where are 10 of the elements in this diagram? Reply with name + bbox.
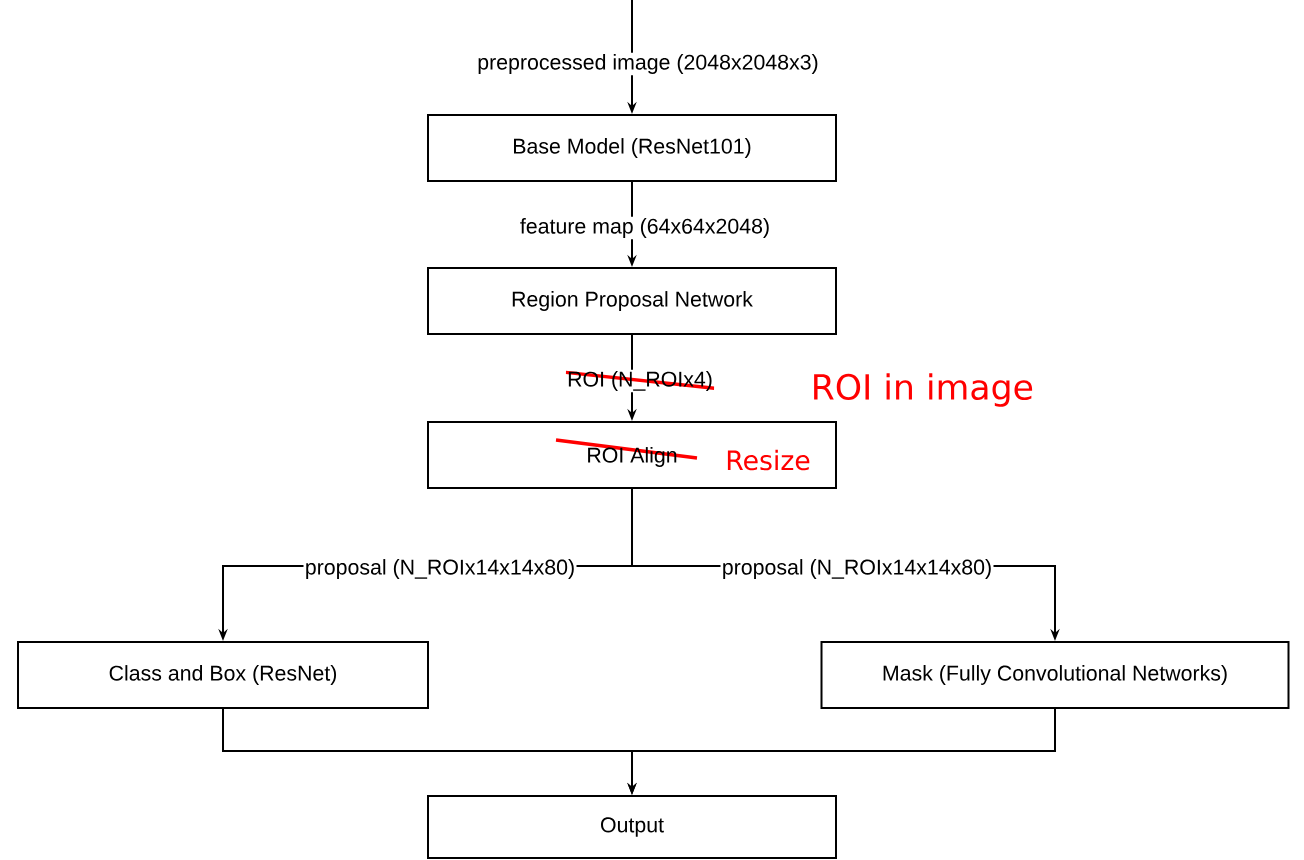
edge-label: preprocessed image (2048x2048x3) — [475, 52, 821, 76]
process-box: Mask (Fully Convolutional Networks) — [820, 641, 1290, 709]
process-box: Region Proposal Network — [427, 267, 837, 335]
edge-label: proposal (N_ROIx14x14x80) — [303, 557, 577, 581]
edge-label: proposal (N_ROIx14x14x80) — [720, 557, 994, 581]
process-box: Class and Box (ResNet) — [17, 641, 429, 709]
process-box: Base Model (ResNet101) — [427, 114, 837, 182]
edge-label: feature map (64x64x2048) — [518, 216, 772, 240]
annotation-text: ROI in image — [814, 373, 1033, 407]
process-box: Output — [427, 795, 837, 859]
